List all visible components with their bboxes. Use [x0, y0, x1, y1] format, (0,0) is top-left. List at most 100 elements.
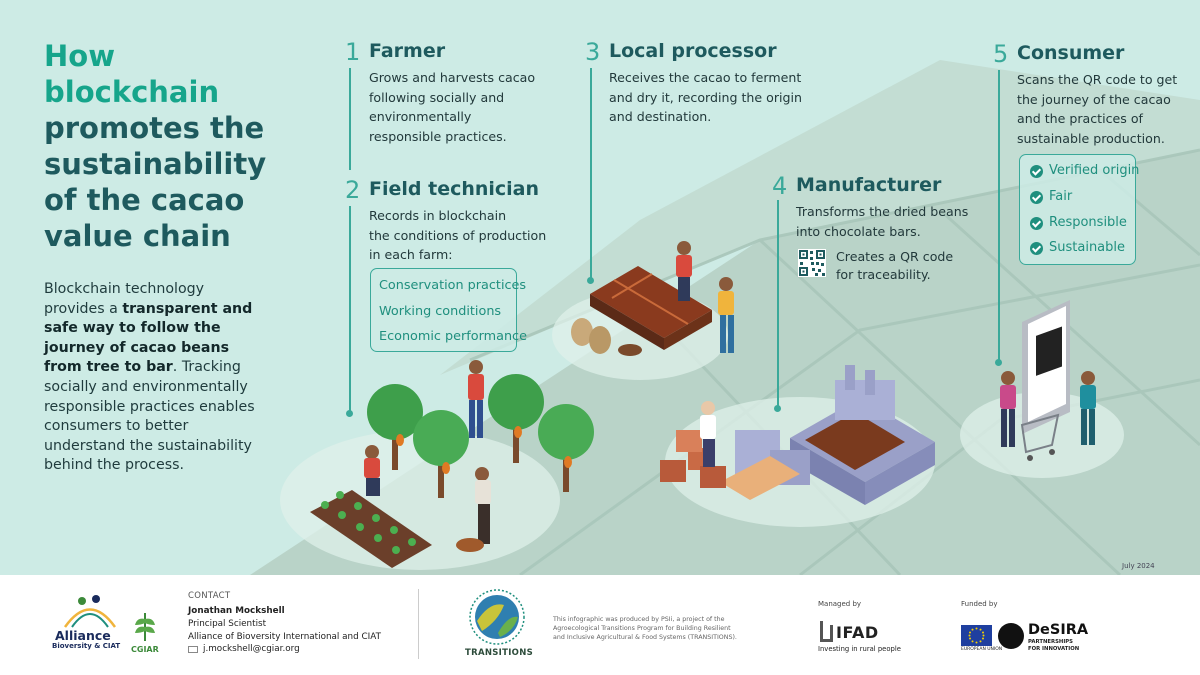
- description-line: Receives the cacao to ferment: [609, 70, 802, 85]
- funded-by-label: Funded by: [961, 600, 998, 608]
- publication-date: July 2024: [1122, 562, 1155, 570]
- alliance-logo-icon: [63, 595, 117, 628]
- description-line: following socially and: [369, 89, 505, 105]
- step-local-processor: 3 Local processor Receives the cacao to …: [585, 38, 825, 128]
- step-description: Transforms the dried beans into chocolat…: [796, 202, 968, 241]
- title-line-4: sustainability: [44, 147, 267, 181]
- title-line-2: blockchain: [44, 75, 220, 109]
- transitions-logo-icon: [469, 589, 525, 645]
- eu-flag-icon: [961, 625, 992, 646]
- planting-bed: [310, 490, 432, 568]
- step-title: Consumer: [1017, 42, 1125, 64]
- description-line: and destination.: [609, 109, 712, 124]
- chocolate-factory: [720, 365, 935, 505]
- contact-role: Principal Scientist: [188, 619, 267, 629]
- step-4-connector: [777, 200, 779, 408]
- title-line-5: of the cacao: [44, 183, 245, 217]
- step-title: Manufacturer: [796, 174, 942, 196]
- desira-tag-line: FOR INNOVATION: [1028, 646, 1080, 652]
- ifad-tagline: Investing in rural people: [818, 645, 901, 653]
- credit-line: and Inclusive Agricultural & Food System…: [553, 634, 737, 641]
- qr-note-line: for traceability.: [836, 267, 931, 282]
- eu-label: EUROPEAN UNION: [961, 647, 1003, 652]
- condition-item: Working conditions: [379, 304, 502, 319]
- step-2-connector: [349, 206, 351, 413]
- field-technician-figure: [468, 360, 484, 438]
- main-title: How blockchain promotes the sustainabili…: [44, 38, 274, 254]
- intro-text-1: Blockchain technology provides a: [44, 281, 205, 317]
- description-line: Records in blockchain: [369, 208, 507, 223]
- factory-worker-figure: [700, 401, 716, 467]
- seedlings: [321, 491, 416, 554]
- intro-text-2: . Tracking socially and environmentally …: [44, 359, 255, 474]
- step-field-technician: 2 Field technician Records in blockchain…: [345, 176, 565, 268]
- managed-by-label: Managed by: [818, 600, 862, 608]
- condition-item: Economic performance: [379, 329, 527, 344]
- cgiar-name: CGIAR: [131, 645, 159, 654]
- description-line: the conditions of production: [369, 227, 547, 243]
- check-icon: [1030, 191, 1043, 204]
- infographic-stage: How blockchain promotes the sustainabili…: [0, 0, 1200, 575]
- platform-upper: [440, 60, 1200, 375]
- credit-line: Agroecological Transitions Program for B…: [553, 625, 731, 632]
- contact-organization: Alliance of Bioversity International and…: [188, 632, 381, 642]
- description-line: Scans the QR code to get: [1017, 72, 1178, 87]
- step-farmer: 1 Farmer Grows and harvests cacao follow…: [345, 38, 565, 148]
- step-2-dot: [346, 410, 353, 417]
- cacao-trees: [367, 374, 594, 498]
- desira-tag-line: PARTNERSHIPS: [1028, 639, 1073, 645]
- description-line: into chocolate bars.: [796, 223, 921, 239]
- checklist-item: Responsible: [1049, 215, 1127, 230]
- drying-beds: [590, 266, 712, 350]
- step-number: 2: [345, 176, 361, 204]
- footer: Alliance Bioversity & CIAT CGIAR CONTACT…: [0, 575, 1200, 675]
- illustration-scene: [250, 60, 1200, 575]
- step-number: 1: [345, 38, 361, 66]
- ifad-logo-icon: [820, 621, 833, 642]
- production-conditions-box: Conservation practices Working condition…: [370, 268, 527, 352]
- checklist-item: Fair: [1049, 189, 1073, 204]
- description-line: the journey of the cacao: [1017, 91, 1171, 107]
- step-consumer: 5 Consumer Scans the QR code to get the …: [993, 40, 1193, 152]
- production-credit: This infographic was produced by PSIi, a…: [553, 615, 753, 642]
- phone-kiosk: [1022, 300, 1070, 434]
- contact-email[interactable]: j.mockshell@cgiar.org: [203, 644, 300, 654]
- footer-divider: [418, 589, 419, 659]
- step-description: Records in blockchain the conditions of …: [369, 206, 546, 265]
- checklist-item: Sustainable: [1049, 240, 1126, 255]
- qr-code-note: Creates a QR code for traceability.: [836, 248, 953, 284]
- step-4-dot: [774, 405, 781, 412]
- title-line-1: How: [44, 39, 115, 73]
- credit-line: This infographic was produced by PSIi, a…: [553, 616, 725, 623]
- alliance-name: Alliance: [55, 628, 111, 643]
- processor-recorder-figure: [718, 277, 734, 353]
- step-title: Farmer: [369, 40, 446, 62]
- description-line: responsible practices.: [369, 128, 507, 144]
- qr-note-line: Creates a QR code: [836, 249, 954, 264]
- step-number: 3: [585, 38, 601, 66]
- email-icon: [188, 646, 198, 653]
- step-number: 5: [993, 40, 1009, 68]
- intro-bold: transparent and safe way to follow the j…: [44, 300, 253, 376]
- step-number: 4: [772, 172, 788, 200]
- check-icon: [1030, 165, 1043, 178]
- desira-logo-icon: [998, 623, 1024, 649]
- check-icon: [1030, 217, 1043, 230]
- desira-name: DeSIRA: [1028, 622, 1089, 638]
- description-line: and the practices of: [1017, 111, 1143, 126]
- title-line-6: value chain: [44, 219, 231, 253]
- consumer-figure: [1000, 371, 1016, 447]
- step-3-dot: [587, 277, 594, 284]
- description-line: and dry it, recording the origin: [609, 89, 803, 105]
- ifad-name: IFAD: [836, 623, 879, 642]
- check-icon: [1030, 242, 1043, 255]
- description-line: in each farm:: [369, 247, 453, 262]
- alliance-subtitle: Bioversity & CIAT: [52, 642, 121, 650]
- step-3-connector: [590, 68, 592, 280]
- condition-item: Conservation practices: [379, 278, 527, 293]
- step-5-connector: [998, 70, 1000, 362]
- title-line-3: promotes the: [44, 111, 265, 145]
- step-5-dot: [995, 359, 1002, 366]
- description-line: Transforms the dried beans: [796, 204, 969, 219]
- step-manufacturer: 4 Manufacturer Transforms the dried bean…: [772, 172, 992, 244]
